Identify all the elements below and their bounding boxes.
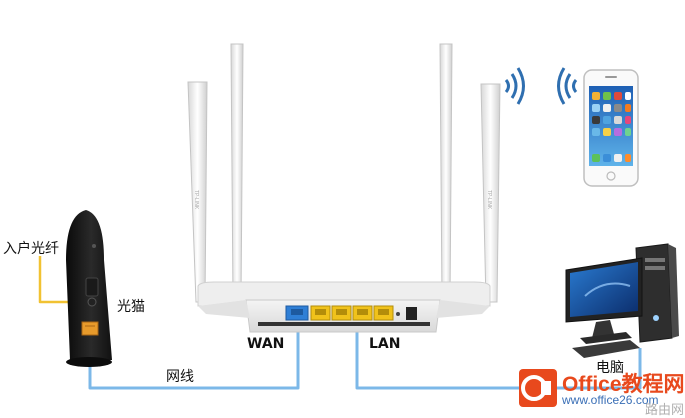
smartphone bbox=[583, 69, 639, 187]
cable-label: 网线 bbox=[166, 369, 194, 385]
computer-label: 电脑 bbox=[596, 360, 624, 376]
wifi-signal-icon bbox=[504, 67, 525, 105]
router-antennas: TP-LINK TP-LINK bbox=[187, 43, 501, 303]
watermark-url: www.office26.com bbox=[562, 393, 659, 407]
watermark-logo-icon bbox=[519, 369, 557, 407]
cable-lan-to-computer bbox=[355, 322, 642, 390]
wifi-signal-icon-phone bbox=[557, 67, 578, 105]
optical-modem bbox=[66, 210, 112, 367]
watermark-title: Office教程网 bbox=[562, 373, 685, 396]
svg-text:TP-LINK: TP-LINK bbox=[193, 190, 199, 210]
watermark-corner: 路由网 bbox=[645, 403, 685, 418]
desktop-computer bbox=[565, 243, 679, 358]
lan-label: LAN bbox=[369, 336, 401, 352]
wan-label: WAN bbox=[247, 336, 285, 352]
router bbox=[197, 281, 491, 333]
modem-label: 光猫 bbox=[117, 299, 145, 315]
svg-text:TP-LINK: TP-LINK bbox=[486, 190, 492, 210]
lan-ports bbox=[310, 305, 394, 321]
fiber-in-label: 入户光纤 bbox=[3, 241, 59, 257]
